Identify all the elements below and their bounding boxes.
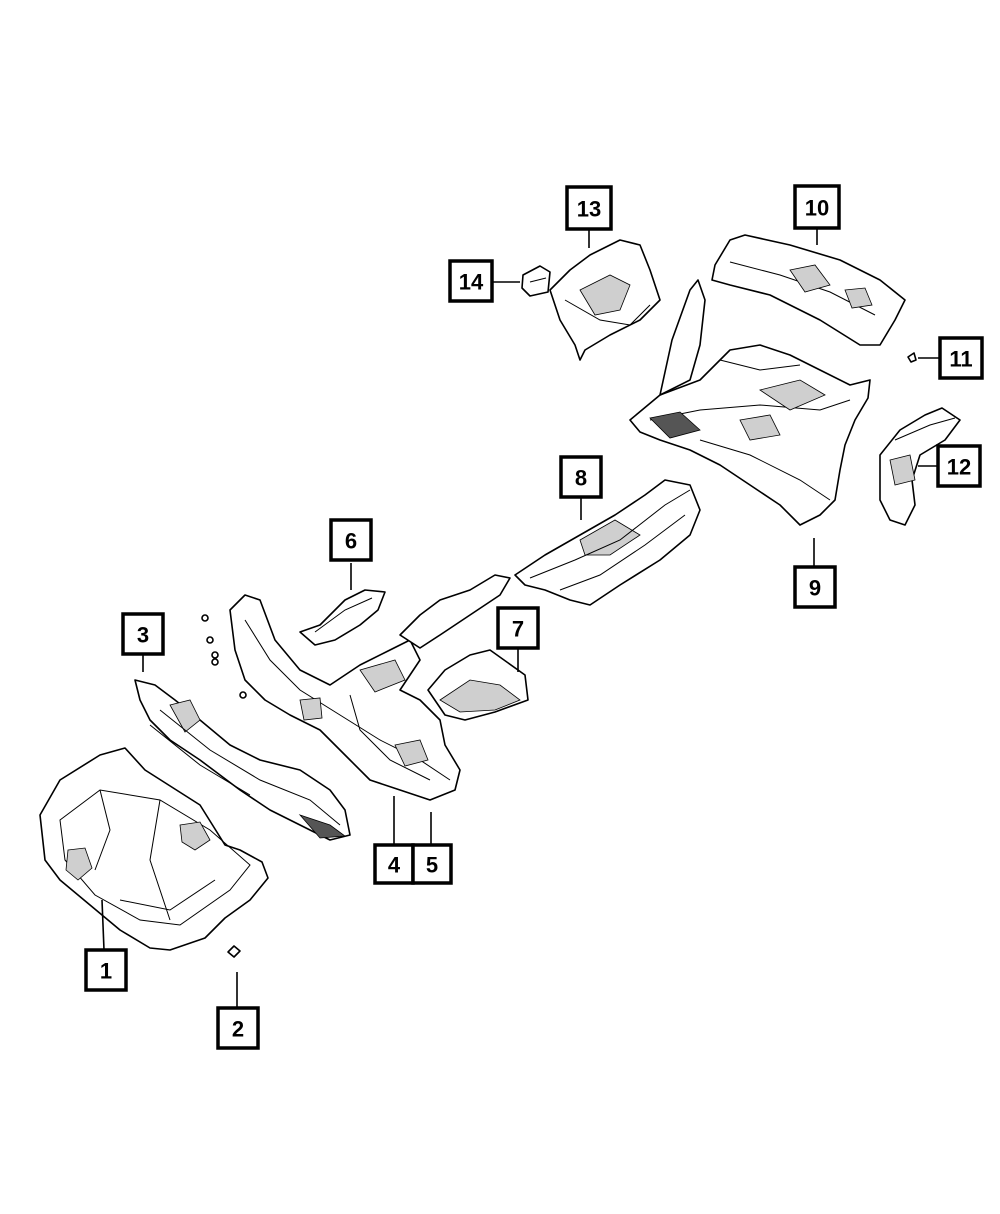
callout-9: 9 (793, 565, 837, 609)
callout-3: 3 (121, 612, 165, 656)
callout-12: 12 (936, 444, 982, 488)
callout-13: 13 (565, 185, 613, 231)
part-4-5-dash-silencer (201, 594, 461, 801)
part-2-clip (227, 945, 241, 958)
callout-1-label: 1 (100, 959, 112, 984)
callout-5-label: 5 (426, 853, 438, 878)
callout-10-label: 10 (805, 196, 829, 221)
callout-3-label: 3 (137, 623, 149, 648)
callout-8-label: 8 (575, 466, 587, 491)
callout-6-label: 6 (345, 529, 357, 554)
part-10-shelf-silencer (711, 234, 906, 346)
callout-14: 14 (448, 259, 494, 303)
part-13-silencer (549, 239, 661, 361)
callout-11-label: 11 (949, 347, 972, 372)
part-1-floor-silencer (39, 747, 269, 951)
part-11-clip (907, 352, 917, 363)
part-8-tunnel-silencer (399, 479, 701, 649)
callout-8: 8 (559, 455, 603, 499)
part-12-wheelhouse-silencer (879, 407, 961, 526)
callout-2: 2 (216, 1006, 260, 1050)
callout-7: 7 (496, 606, 540, 650)
part-14-block (521, 265, 551, 297)
part-7-silencer (427, 649, 529, 721)
callout-14-label: 14 (459, 270, 484, 295)
part-6-silencer (299, 589, 386, 646)
callout-1: 1 (84, 948, 128, 992)
callout-4-label: 4 (388, 853, 401, 878)
callout-10: 10 (793, 184, 841, 230)
callout-9-label: 9 (809, 576, 821, 601)
part-9-rear-floor-silencer (629, 279, 871, 526)
callout-2-label: 2 (232, 1017, 244, 1042)
part-3-tunnel-silencer (134, 679, 351, 841)
callout-7-label: 7 (512, 617, 524, 642)
callout-5: 5 (411, 843, 453, 885)
callout-12-label: 12 (947, 455, 971, 480)
callout-6: 6 (329, 518, 373, 562)
callout-11: 11 (938, 336, 984, 380)
leader-lines (101, 228, 940, 1008)
callout-13-label: 13 (577, 197, 601, 222)
callout-4: 4 (373, 843, 415, 885)
